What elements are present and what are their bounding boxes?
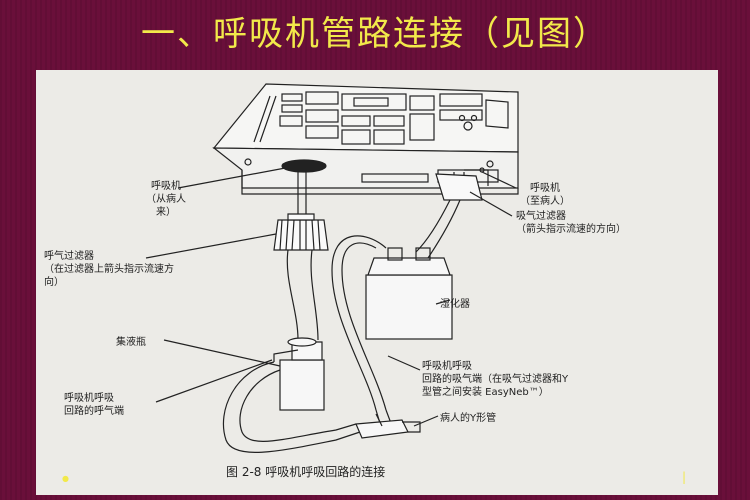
label-humidifier: 湿化器 [440,299,470,310]
figure-panel: 呼吸机 （从病人 来） 呼吸机 （至病人） 吸气过滤器 （箭头指示流速的方向） … [36,70,718,495]
label-exhale-filter: 呼气过滤器 （在过滤器上箭头指示流速方 向） [44,251,174,288]
ventilator-circuit-diagram [145,83,519,453]
label-y-piece: 病人的Y形管 [440,413,497,424]
label-inhale-end: 呼吸机呼吸 回路的吸气端（在吸气过滤器和Y 型管之间安装 EasyNeb™） [422,361,569,398]
slide-title: 一、呼吸机管路连接（见图） [141,14,609,54]
collection-bottle-shape [279,359,325,411]
slide-marker-bar: | [682,470,687,484]
label-collection-bottle: 集液瓶 [116,337,146,348]
slide-marker-dot: ● [62,474,69,483]
label-exhale-end: 呼吸机呼吸 回路的呼气端 [64,393,124,417]
label-ventilator-from-patient: 呼吸机 （从病人 来） [146,181,186,218]
y-piece-shape [355,419,409,439]
label-ventilator-to-patient: 呼吸机 （至病人） [520,183,570,207]
inhale-filter-shape [435,173,483,201]
figure-caption: 图 2-8 呼吸机呼吸回路的连接 [226,465,386,479]
label-inhale-filter: 吸气过滤器 （箭头指示流速的方向） [516,211,626,235]
humidifier-shape [365,274,453,340]
